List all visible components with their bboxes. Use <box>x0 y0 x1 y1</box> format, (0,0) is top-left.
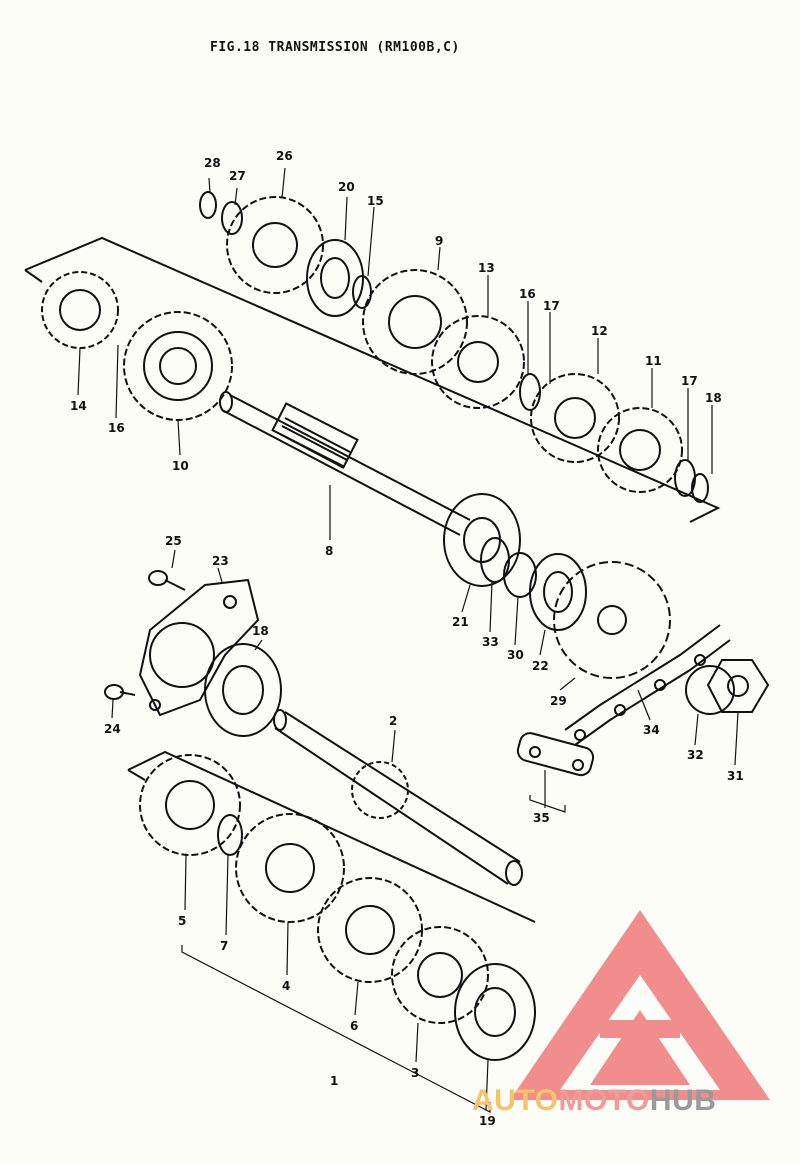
gear-13 <box>431 315 525 409</box>
callout-24: 24 <box>104 722 121 736</box>
callout-34: 34 <box>643 723 660 737</box>
wordmark-hub: HUB <box>649 1084 717 1117</box>
callout-15: 15 <box>367 194 384 208</box>
gear-11 <box>597 407 683 493</box>
callout-4: 4 <box>282 979 290 993</box>
callout-13: 13 <box>478 261 495 275</box>
gear-4 <box>235 813 345 923</box>
callout-9: 9 <box>435 234 443 248</box>
screw-25 <box>148 570 186 591</box>
callout-23: 23 <box>212 554 229 568</box>
callout-5: 5 <box>178 914 186 928</box>
lower-group-outline-edge <box>127 769 146 781</box>
washer-18 <box>691 473 709 503</box>
gear-10 <box>123 311 233 421</box>
callout-29: 29 <box>550 694 567 708</box>
screw-24 <box>104 684 136 700</box>
circlip-16 <box>519 373 541 411</box>
gear-9 <box>362 269 468 375</box>
oil-seal-22 <box>529 553 587 631</box>
nut-31 <box>706 659 770 713</box>
automotohub-logo <box>510 910 770 1100</box>
gear-14 <box>41 271 119 349</box>
callout-19: 19 <box>479 1114 496 1128</box>
spacer-30 <box>503 552 537 598</box>
gear-12 <box>530 373 620 463</box>
wordmark-auto: AUTO <box>472 1084 559 1117</box>
callout-32: 32 <box>687 748 704 762</box>
gear-26 <box>226 196 324 294</box>
callout-16: 16 <box>519 287 536 301</box>
gear-2 <box>351 761 409 819</box>
callout-31: 31 <box>727 769 744 783</box>
callout-6: 6 <box>350 1019 358 1033</box>
gear-6 <box>317 877 423 983</box>
drive-chain-34 <box>564 624 731 746</box>
drive-shaft <box>273 709 523 886</box>
callout-labels: 28 27 26 20 15 9 13 16 17 12 11 17 18 14… <box>70 149 744 1128</box>
callout-7: 7 <box>220 939 228 953</box>
washer-15 <box>352 275 372 309</box>
chain-joint-35 <box>516 732 595 777</box>
figure-title: FIG.18 TRANSMISSION (RM100B,C) <box>210 40 460 55</box>
callout-30: 30 <box>507 648 524 662</box>
circlip-7 <box>217 814 243 856</box>
callout-18: 18 <box>705 391 722 405</box>
bracket-1 <box>181 945 491 1113</box>
callout-1: 1 <box>330 1074 338 1088</box>
gear-5 <box>139 754 241 856</box>
callout-22: 22 <box>532 659 549 673</box>
callout-17: 17 <box>543 299 560 313</box>
callout-35: 35 <box>533 811 550 825</box>
bearing-19 <box>454 963 536 1061</box>
automotohub-wordmark: AUTOMOTOHUB <box>472 1084 716 1118</box>
callout-2: 2 <box>389 714 397 728</box>
callout-20: 20 <box>338 180 355 194</box>
callout-25: 25 <box>165 534 182 548</box>
callout-10: 10 <box>172 459 189 473</box>
gear-3 <box>391 926 489 1024</box>
circlip-27 <box>221 201 243 235</box>
upper-group-outline-edge <box>24 269 43 283</box>
callout-3: 3 <box>411 1066 419 1080</box>
bracket-35 <box>529 795 566 813</box>
wordmark-moto: MOTO <box>558 1084 650 1117</box>
lower-group-outline <box>127 750 536 923</box>
callout-28: 28 <box>204 156 221 170</box>
callout-8: 8 <box>325 544 333 558</box>
callout-33: 33 <box>482 635 499 649</box>
callout-18b: 18 <box>252 624 269 638</box>
retainer-plate-23 <box>138 578 260 717</box>
callout-16b: 16 <box>108 421 125 435</box>
callout-21: 21 <box>452 615 469 629</box>
bearing-18 <box>204 643 282 737</box>
callout-14: 14 <box>70 399 87 413</box>
leader-lines <box>77 167 739 1111</box>
callout-27: 27 <box>229 169 246 183</box>
bearing-21 <box>443 493 521 587</box>
upper-group-outline <box>24 236 721 523</box>
lock-washer-32 <box>685 665 735 715</box>
sprocket-29 <box>553 561 671 679</box>
washer-28 <box>199 191 217 219</box>
bearing-20 <box>306 239 364 317</box>
callout-12: 12 <box>591 324 608 338</box>
countershaft <box>219 391 471 536</box>
callout-11: 11 <box>645 354 662 368</box>
callout-17b: 17 <box>681 374 698 388</box>
callout-26: 26 <box>276 149 293 163</box>
